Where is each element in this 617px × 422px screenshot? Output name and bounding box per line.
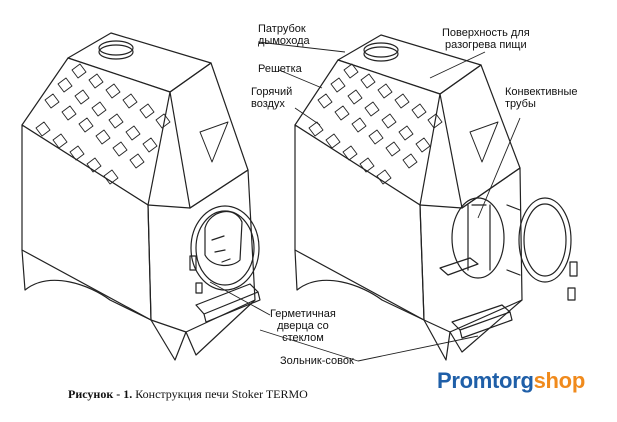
- label-grate: Решетка: [258, 63, 302, 75]
- left-stove: [21, 32, 261, 361]
- logo-part-shop: shop: [533, 368, 586, 393]
- label-flue-pipe: Патрубок дымохода: [258, 23, 310, 47]
- label-ash-pan: Зольник-совок: [280, 355, 354, 367]
- label-convection-pipes: Конвективные трубы: [505, 86, 578, 110]
- promtorgshop-logo: Promtorgshop: [437, 368, 585, 394]
- label-hot-air: Горячий воздух: [251, 86, 293, 110]
- label-cooking-surface: Поверхность для разогрева пищи: [442, 27, 530, 51]
- leader-lines: [209, 41, 521, 362]
- figure-caption: Рисунок - 1. Конструкция печи Stoker TER…: [68, 387, 308, 402]
- caption-text: Конструкция печи Stoker TERMO: [132, 387, 308, 401]
- logo-part-promtorg: Promtorg: [437, 368, 534, 393]
- caption-prefix: Рисунок - 1.: [68, 387, 133, 401]
- right-stove: [294, 34, 578, 361]
- label-sealed-door: Герметичная дверца со стеклом: [270, 308, 336, 344]
